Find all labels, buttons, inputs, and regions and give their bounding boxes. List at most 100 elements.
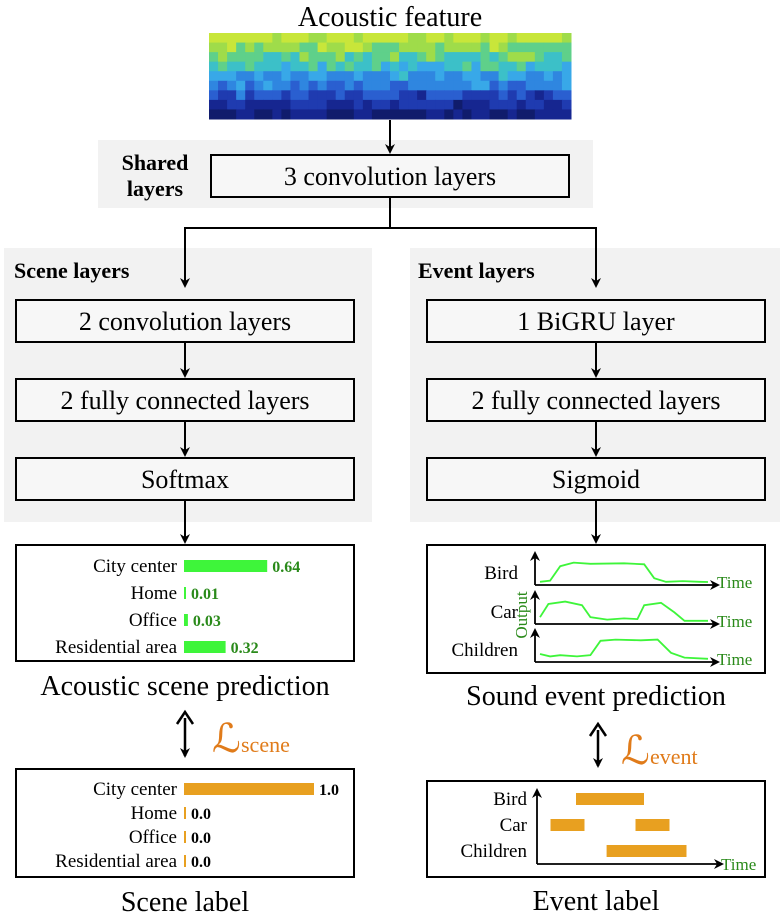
spectrogram-cell: [498, 80, 509, 91]
spectrogram-cell: [335, 33, 346, 44]
spectrogram-cell: [326, 109, 337, 120]
spectrogram-cell: [227, 33, 237, 44]
spectrogram-cell: [552, 61, 563, 72]
scene-bar-value: 0.0: [191, 806, 211, 823]
spectrogram-cell: [326, 90, 337, 101]
spectrogram-cell: [552, 52, 563, 63]
spectrogram-cell: [462, 52, 472, 63]
spectrogram-cell: [236, 33, 246, 44]
spectrogram-cell: [408, 80, 418, 91]
event-label-segment: [635, 819, 670, 831]
spectrogram-cell: [417, 80, 427, 91]
event-layers-label: Event layers: [418, 258, 535, 283]
spectrogram-cell: [281, 90, 291, 101]
spectrogram-cell: [498, 109, 509, 120]
spectrogram-cell: [236, 71, 246, 82]
spectrogram-cell: [371, 33, 382, 44]
scene-prediction-caption: Acoustic scene prediction: [40, 671, 329, 702]
spectrogram-cell: [371, 90, 382, 101]
spectrogram-cell: [344, 99, 355, 110]
spectrogram-cell: [471, 90, 481, 101]
spectrogram-cell: [227, 90, 237, 101]
scene-bar-value: 1.0: [319, 782, 339, 799]
spectrogram-cell: [516, 33, 527, 44]
spectrogram-cell: [281, 80, 291, 91]
spectrogram-cell: [435, 71, 445, 82]
spectrogram-cell: [317, 80, 328, 91]
spectrogram-cell: [498, 42, 509, 53]
spectrogram-cell: [227, 80, 237, 91]
spectrogram-cell: [254, 80, 264, 91]
spectrogram-cell: [471, 109, 481, 120]
spectrogram-cell: [462, 71, 472, 82]
spectrogram-cell: [335, 61, 346, 72]
spectrogram-cell: [362, 109, 373, 120]
spectrogram-cell: [281, 42, 291, 53]
spectrogram-cell: [435, 61, 445, 72]
spectrogram-cell: [371, 99, 382, 110]
scene-fc-label: 2 fully connected layers: [60, 386, 309, 415]
spectrogram-cell: [480, 99, 491, 110]
spectrogram-cell: [308, 42, 319, 53]
spectrogram-cell: [380, 33, 391, 44]
spectrogram-cell: [507, 99, 518, 110]
spectrogram-cell: [245, 99, 255, 110]
spectrogram-cell: [417, 90, 427, 101]
spectrogram-cell: [236, 61, 246, 72]
spectrogram-cell: [308, 33, 319, 44]
spectrogram-cell: [444, 42, 454, 53]
spectrogram-cell: [444, 99, 454, 110]
scene-fc-box: [15, 378, 355, 422]
spectrogram-cell: [462, 61, 472, 72]
spectrogram-cell: [245, 52, 255, 63]
spectrogram-cell: [462, 42, 472, 53]
spectrogram-cell: [326, 99, 337, 110]
spectrogram-cell: [453, 99, 463, 110]
spectrogram-cell: [444, 90, 454, 101]
spectrogram-cell: [525, 109, 536, 120]
spectrogram-cell: [272, 99, 282, 110]
event-prediction-curve: [539, 561, 709, 583]
spectrogram-cell: [390, 33, 400, 44]
spectrogram-cell: [543, 71, 554, 82]
spectrogram-cell: [326, 52, 337, 63]
spectrogram-cell: [317, 109, 328, 120]
spectrogram-cell: [462, 99, 472, 110]
spectrogram-cell: [254, 42, 264, 53]
event-prediction-row-label: Car: [491, 602, 519, 623]
spectrogram-cell: [399, 42, 409, 53]
spectrogram-cell: [308, 99, 319, 110]
spectrogram-cell: [399, 99, 409, 110]
spectrogram-cell: [399, 90, 409, 101]
spectrogram-cell: [209, 61, 219, 72]
spectrogram-cell: [525, 61, 536, 72]
spectrogram-cell: [552, 109, 563, 120]
spectrogram-cell: [353, 42, 364, 53]
spectrogram-cell: [218, 42, 228, 53]
spectrogram-cell: [507, 52, 518, 63]
spectrogram-cell: [326, 42, 337, 53]
spectrogram-cell: [254, 109, 264, 120]
spectrogram-cell: [290, 80, 300, 91]
spectrogram-cell: [498, 90, 509, 101]
spectrogram-image: [209, 33, 572, 120]
spectrogram-cell: [543, 90, 554, 101]
spectrogram-cell: [272, 109, 282, 120]
spectrogram-cell: [480, 71, 491, 82]
spectrogram-cell: [317, 52, 328, 63]
scene-row-label: Home: [131, 583, 177, 604]
scene-row-label: Residential area: [55, 851, 177, 872]
spectrogram-cell: [426, 99, 436, 110]
spectrogram-cell: [507, 42, 518, 53]
spectrogram-cell: [299, 61, 310, 72]
spectrogram-cell: [371, 71, 382, 82]
spectrogram-cell: [371, 42, 382, 53]
spectrogram-cell: [408, 42, 418, 53]
spectrogram-cell: [335, 109, 346, 120]
event-prediction-curve: [539, 638, 709, 660]
spectrogram-cell: [489, 33, 500, 44]
spectrogram-cell: [471, 99, 481, 110]
event-label-segment: [576, 793, 644, 805]
spectrogram-cell: [362, 52, 373, 63]
